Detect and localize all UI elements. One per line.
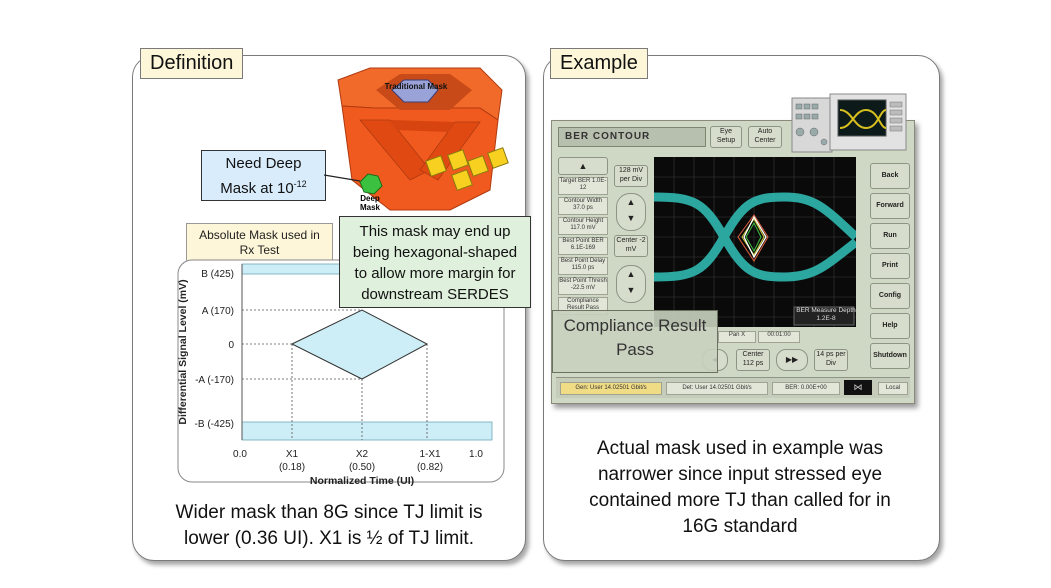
time-forward-button[interactable]: ▶▶ bbox=[776, 349, 808, 371]
mask-diamond bbox=[290, 309, 429, 380]
xsub-x1: (0.18) bbox=[279, 462, 305, 473]
ytick-neg-a: -A (-170) bbox=[195, 375, 234, 386]
config-button[interactable]: Config bbox=[870, 283, 910, 309]
xtick-x2: X2 bbox=[356, 449, 369, 460]
rx-label-line2: Rx Test bbox=[239, 243, 280, 257]
need-deep-mask-callout: Need Deep Mask at 10-12 bbox=[201, 150, 326, 201]
ytick-b: B (425) bbox=[201, 269, 234, 280]
scope-title-bar: BER CONTOUR bbox=[558, 127, 706, 147]
test-equipment-photo bbox=[791, 93, 907, 153]
hex-line-1: This mask may end up bbox=[359, 223, 511, 240]
example-caption-line2: narrower since input stressed eye bbox=[597, 464, 883, 485]
compliance-result-overlay: Compliance Result Pass bbox=[552, 310, 718, 373]
center-ps-button[interactable]: Center 112 ps bbox=[736, 349, 770, 371]
status-det: Det: User 14.02501 Gbit/s bbox=[666, 382, 768, 395]
x-axis-label: Normalized Time (UI) bbox=[310, 475, 414, 487]
ber-depth-value: 1.2E-8 bbox=[816, 315, 836, 322]
definition-caption: Wider mask than 8G since TJ limit is low… bbox=[140, 500, 518, 552]
ytick-a: A (170) bbox=[202, 306, 234, 317]
help-button[interactable]: Help bbox=[870, 313, 910, 339]
status-gen: Gen: User 14.02501 Gbit/s bbox=[560, 382, 662, 395]
callout-deep-exponent: -12 bbox=[293, 179, 307, 189]
xtick-1-x1: 1-X1 bbox=[419, 449, 441, 460]
callout-deep-line2: Mask at 10-12 bbox=[202, 174, 325, 199]
left-label-1: Target BER 1.0E-12 bbox=[558, 177, 608, 195]
compliance-overlay-line1: Compliance Result bbox=[563, 316, 707, 335]
forward-button[interactable]: Forward bbox=[870, 193, 910, 219]
definition-caption-line1: Wider mask than 8G since TJ limit is bbox=[175, 502, 483, 523]
example-caption: Actual mask used in example was narrower… bbox=[553, 436, 927, 540]
scroll-up-button[interactable]: ▲ bbox=[558, 157, 608, 175]
rx-test-label: Absolute Mask used in Rx Test bbox=[186, 223, 333, 265]
center-mv-button[interactable]: Center -2 mV bbox=[614, 235, 648, 257]
ber-tag-group bbox=[425, 147, 509, 191]
mask-chart: B (425) A (170) 0 -A (-170) -B (-425) Di… bbox=[177, 259, 505, 487]
hex-line-3: to allow more margin for bbox=[354, 265, 516, 282]
compliance-overlay-line2: Pass bbox=[616, 340, 654, 359]
amp-adjust-down[interactable]: ▲▼ bbox=[616, 265, 646, 303]
hex-line-4: downstream SERDES bbox=[361, 286, 509, 303]
pan-x-label: Pan X bbox=[718, 331, 756, 343]
eye-setup-button[interactable]: Eye Setup bbox=[710, 126, 742, 148]
ber-depth-label: BER Measure Depth 1.2E-8 bbox=[796, 307, 856, 323]
definition-tab: Definition bbox=[140, 48, 244, 79]
mask-3d-illustration: Traditional Mask bbox=[337, 67, 509, 211]
auto-center-button[interactable]: Auto Center bbox=[748, 126, 782, 148]
ps-per-div-button[interactable]: 14 ps per Div bbox=[814, 349, 848, 371]
amp-adjust-up[interactable]: ▲▼ bbox=[616, 193, 646, 231]
time-label: 00:01:00 bbox=[758, 331, 800, 343]
example-caption-line1: Actual mask used in example was bbox=[596, 438, 884, 459]
status-local: Local bbox=[878, 382, 908, 395]
status-ber: BER: 0.00E+00 bbox=[772, 382, 840, 395]
xtick-0: 0.0 bbox=[233, 449, 247, 460]
definition-caption-line2: lower (0.36 UI). X1 is ½ of TJ limit. bbox=[183, 528, 474, 549]
mv-per-div-button[interactable]: 128 mV per Div bbox=[614, 165, 648, 187]
ytick-zero: 0 bbox=[228, 340, 234, 351]
example-tab: Example bbox=[550, 48, 648, 79]
left-label-2: Contour Width 37.0 ps bbox=[558, 197, 608, 215]
back-button[interactable]: Back bbox=[870, 163, 910, 189]
svg-text:Traditional Mask: Traditional Mask bbox=[385, 82, 448, 91]
eye-diagram-display bbox=[654, 157, 856, 327]
shutdown-button[interactable]: Shutdown bbox=[870, 343, 910, 369]
left-label-4: Best Point BER 6.1E-169 bbox=[558, 237, 608, 255]
callout-deep-line1: Need Deep bbox=[225, 155, 302, 172]
xtick-1: 1.0 bbox=[469, 449, 483, 460]
ytick-neg-b: -B (-425) bbox=[195, 419, 234, 430]
rx-label-line1: Absolute Mask used in bbox=[199, 228, 320, 242]
hexagonal-mask-callout: This mask may end up being hexagonal-sha… bbox=[339, 216, 531, 308]
left-label-5: Best Point Delay 115.0 ps bbox=[558, 257, 608, 275]
xtick-x1: X1 bbox=[286, 449, 299, 460]
run-button[interactable]: Run bbox=[870, 223, 910, 249]
callout-pointer bbox=[324, 174, 361, 182]
xsub-1-x1: (0.82) bbox=[417, 462, 443, 473]
print-button[interactable]: Print bbox=[870, 253, 910, 279]
y-axis-label: Differential Signal Level (mV) bbox=[177, 279, 189, 424]
callout-deep-text: Mask at 10 bbox=[220, 180, 294, 197]
mask-bottom-band bbox=[241, 421, 493, 441]
hex-line-2: being hexagonal-shaped bbox=[352, 244, 518, 261]
example-caption-line4: 16G standard bbox=[682, 516, 798, 537]
ber-depth-title: BER Measure Depth bbox=[796, 307, 856, 314]
deep-mask-label: Deep Mask bbox=[359, 194, 380, 212]
traditional-mask-label: Traditional Mask bbox=[385, 82, 448, 91]
xsub-x2: (0.50) bbox=[349, 462, 375, 473]
mini-eye-icon: ⋈ bbox=[844, 380, 872, 395]
left-label-3: Contour Height 117.0 mV bbox=[558, 217, 608, 235]
left-label-6: Best Point Thresh -22.5 mV bbox=[558, 277, 608, 295]
example-caption-line3: contained more TJ than called for in bbox=[589, 490, 891, 511]
